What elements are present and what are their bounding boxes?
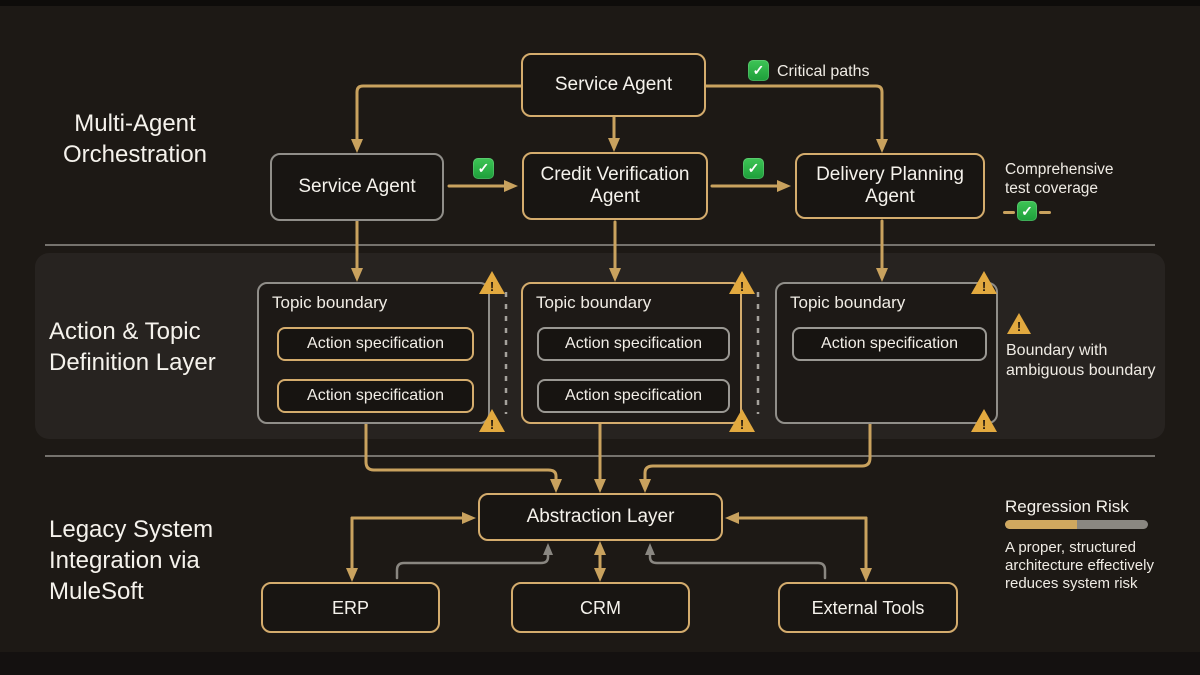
node-delivery-planning-agent: Delivery Planning Agent xyxy=(795,153,985,219)
action-specification-box: Action specification xyxy=(277,379,474,413)
node-label: CRM xyxy=(580,597,621,618)
legend-line-segment xyxy=(1039,211,1051,214)
gold-connectors xyxy=(346,84,888,582)
node-label: Delivery Planning Agent xyxy=(816,164,964,207)
action-specification-box: Action specification xyxy=(537,327,730,361)
node-label: Abstraction Layer xyxy=(526,506,675,527)
action-specification-box: Action specification xyxy=(792,327,987,361)
topic-boundary-2: Topic boundary Action specification Acti… xyxy=(521,282,742,424)
node-crm: CRM xyxy=(511,582,690,633)
topic-boundary-1: Topic boundary Action specification Acti… xyxy=(257,282,490,424)
legend-regression-note: A proper, structured architecture effect… xyxy=(1005,539,1154,592)
topic-boundary-3: Topic boundary Action specification xyxy=(775,282,998,424)
legend-line-segment xyxy=(1003,211,1015,214)
legend-critical-paths: Critical paths xyxy=(777,63,870,80)
topic-boundary-title: Topic boundary xyxy=(790,293,906,312)
risk-meter xyxy=(1005,520,1148,529)
node-label: Service Agent xyxy=(298,176,416,197)
node-label: External Tools xyxy=(811,597,925,618)
topic-boundary-title: Topic boundary xyxy=(272,293,388,312)
node-credit-verification-agent: Credit Verification Agent xyxy=(522,152,708,220)
section-label-orchestration: Multi-Agent Orchestration xyxy=(62,110,208,168)
node-label: ERP xyxy=(331,597,369,618)
top-letterbox xyxy=(0,0,1200,6)
legend-regression-title: Regression Risk xyxy=(1005,497,1129,516)
annotation-ambiguous-boundary: Boundary with ambiguous boundary xyxy=(1006,342,1156,379)
check-icon: ✓ xyxy=(748,60,769,81)
node-external-tools: External Tools xyxy=(778,582,958,633)
risk-meter-fill xyxy=(1005,520,1077,529)
node-label: Credit Verification Agent xyxy=(540,164,690,207)
check-icon: ✓ xyxy=(473,158,494,179)
check-icon: ✓ xyxy=(743,158,764,179)
node-abstraction-layer: Abstraction Layer xyxy=(478,493,723,541)
action-specification-box: Action specification xyxy=(277,327,474,361)
topic-boundary-title: Topic boundary xyxy=(536,293,652,312)
action-specification-box: Action specification xyxy=(537,379,730,413)
legend-test-coverage: Comprehensive test coverage xyxy=(1005,161,1114,197)
node-service-agent: Service Agent xyxy=(270,153,444,221)
section-label-action-topic: Action & Topic Definition Layer xyxy=(49,318,216,376)
bottom-letterbox xyxy=(0,652,1200,675)
node-label: Service Agent xyxy=(554,74,673,95)
node-service-agent-top: Service Agent xyxy=(521,53,706,117)
section-label-legacy: Legacy System Integration via MuleSoft xyxy=(49,516,214,605)
check-icon: ✓ xyxy=(1017,201,1037,221)
node-erp: ERP xyxy=(261,582,440,633)
gray-connectors xyxy=(395,543,827,580)
